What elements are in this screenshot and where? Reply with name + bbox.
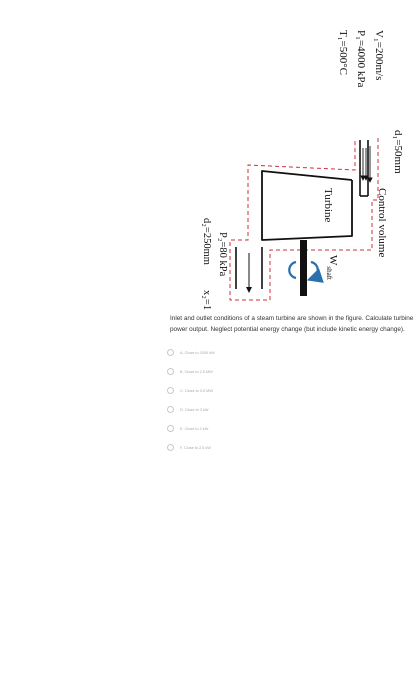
option-f-label: F. Close to 2.5 kW (180, 445, 211, 450)
option-a-label: A. Close to 2000 kW (180, 350, 215, 355)
option-a[interactable]: A. Close to 2000 kW (167, 343, 215, 362)
turbine-label: Turbine (322, 188, 334, 223)
question-text: Inlet and outlet conditions of a steam t… (170, 315, 414, 333)
radio-f[interactable] (167, 444, 174, 451)
shaft-rotation-arrow (288, 260, 324, 283)
outlet-diameter-label: d₂=250mm (201, 218, 212, 265)
radio-e[interactable] (167, 425, 174, 432)
control-volume-boundary (229, 138, 379, 301)
shaft-work-subscript: shaft (325, 266, 333, 280)
answer-options: A. Close to 2000 kW B. Close to 2.5 MW C… (167, 343, 215, 457)
inlet-pressure-label: P₁=4000 kPa (355, 30, 367, 88)
control-volume-label: Control volume (376, 188, 388, 257)
turbine-figure: d₁=50mm V₁=200m/s P₁=4000 kPa T₁=500°C T… (201, 30, 404, 310)
option-e[interactable]: E. Close to 2 kW (167, 419, 215, 438)
outlet-pressure-label: P₂=80 kPa (217, 232, 228, 277)
inlet-pipe (359, 140, 369, 197)
radio-c[interactable] (167, 387, 174, 394)
inlet-flow-arrows (360, 146, 373, 183)
option-c-label: C. Close to 3.5 MW (180, 388, 213, 393)
radio-d[interactable] (167, 406, 174, 413)
option-d[interactable]: D. Close to 3 kW (167, 400, 215, 419)
radio-b[interactable] (167, 368, 174, 375)
outlet-pipe (235, 247, 263, 289)
inlet-diameter-label: d₁=50mm (392, 130, 404, 174)
turbine-body (261, 170, 353, 241)
inlet-velocity-label: V₁=200m/s (373, 30, 385, 80)
shaft-work-label: Wshaft (325, 255, 339, 280)
option-b[interactable]: B. Close to 2.5 MW (167, 362, 215, 381)
inlet-temperature-label: T₁=500°C (337, 30, 349, 75)
svg-text:Wshaft: Wshaft (325, 255, 339, 280)
radio-a[interactable] (167, 349, 174, 356)
turbine-shaft (300, 240, 307, 296)
option-e-label: E. Close to 2 kW (180, 426, 209, 431)
option-d-label: D. Close to 3 kW (180, 407, 209, 412)
option-b-label: B. Close to 2.5 MW (180, 369, 213, 374)
option-c[interactable]: C. Close to 3.5 MW (167, 381, 215, 400)
option-f[interactable]: F. Close to 2.5 kW (167, 438, 215, 457)
outlet-quality-label: x₂=1.0 (quality) (201, 290, 212, 310)
shaft-work-symbol: W (327, 255, 339, 266)
